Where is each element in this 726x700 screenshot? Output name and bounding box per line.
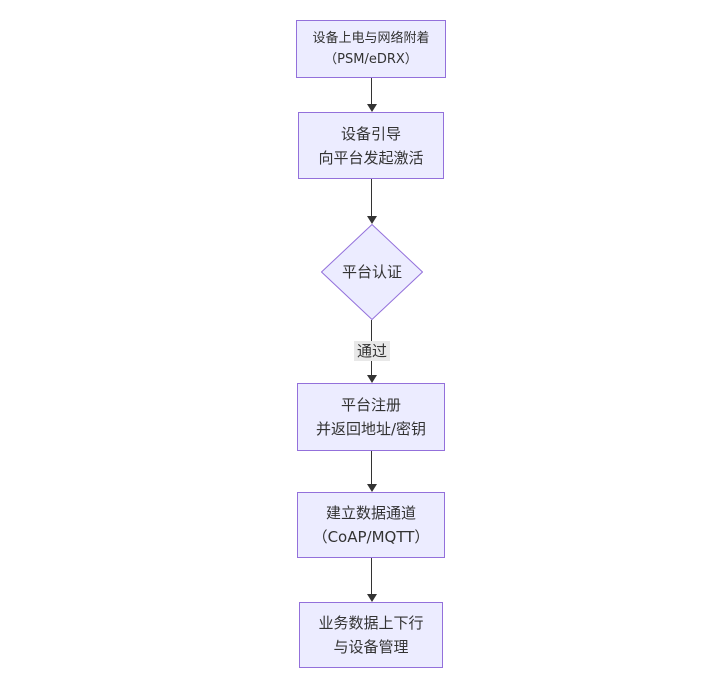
node-label-line: 并返回地址/密钥: [315, 420, 427, 438]
node-device-attach: 设备上电与网络附着 （PSM/eDRX）: [296, 20, 446, 78]
arrowhead-icon: [366, 375, 377, 383]
node-label-line: 设备引导: [340, 124, 401, 143]
diamond-shape: [321, 224, 423, 320]
arrow-bootstrap-to-auth: [366, 179, 377, 224]
node-label-line: 设备上电与网络附着: [312, 31, 430, 46]
arrow-shaft: [371, 558, 372, 595]
arrowhead-icon: [366, 594, 377, 602]
node-label-line: 与设备管理: [333, 638, 409, 656]
node-device-bootstrap: 设备引导 向平台发起激活: [298, 112, 444, 179]
arrowhead-icon: [366, 484, 377, 492]
arrow-shaft: [371, 451, 372, 485]
arrowhead-icon: [366, 104, 377, 112]
node-label-line: 平台注册: [340, 396, 401, 414]
arrowhead-icon: [366, 216, 377, 224]
node-service-data: 业务数据上下行 与设备管理: [299, 602, 443, 668]
arrow-attach-to-bootstrap: [366, 78, 377, 112]
arrow-channel-to-service: [366, 558, 377, 602]
node-label-line: （CoAP/MQTT）: [312, 528, 430, 546]
node-label-line: 业务数据上下行: [318, 614, 424, 632]
node-label-line: （PSM/eDRX）: [324, 52, 418, 67]
arrow-shaft: [371, 179, 372, 217]
arrow-shaft: [371, 78, 372, 105]
node-label-line: 平台认证: [341, 263, 402, 281]
node-platform-auth-decision: 平台认证: [321, 224, 423, 320]
node-label-line: 建立数据通道: [325, 504, 416, 522]
node-data-channel: 建立数据通道 （CoAP/MQTT）: [297, 492, 445, 558]
arrow-register-to-channel: [366, 451, 377, 492]
node-label-line: 向平台发起激活: [318, 148, 424, 167]
node-platform-register: 平台注册 并返回地址/密钥: [297, 383, 445, 451]
edge-label-pass: 通过: [354, 341, 391, 361]
